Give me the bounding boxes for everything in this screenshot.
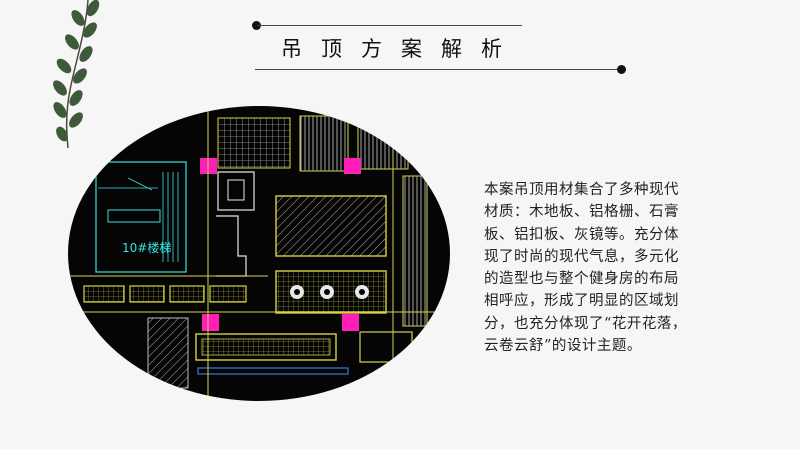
ceiling-plan-image: 10#楼梯 bbox=[68, 106, 450, 401]
plant-branch-decoration bbox=[53, 0, 100, 149]
title-rule-top bbox=[257, 25, 522, 26]
title-rule-bottom bbox=[255, 69, 622, 70]
cad-stair-label: 10#楼梯 bbox=[122, 240, 171, 255]
description-text: 本案吊顶用材集合了多种现代 材质：木地板、铝格栅、石膏 板、铝扣板、灰镜等。充分… bbox=[484, 182, 687, 355]
title-dot-left bbox=[252, 21, 261, 30]
page-title: 吊顶方案解析 bbox=[281, 37, 521, 61]
cad-drawing: 10#楼梯 bbox=[68, 106, 450, 401]
title-dot-right bbox=[617, 65, 626, 74]
